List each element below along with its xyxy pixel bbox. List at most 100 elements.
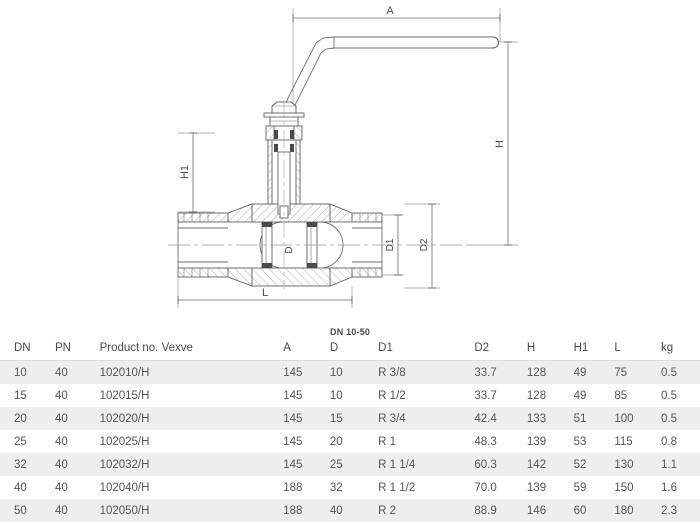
cell-a: 188 <box>283 499 330 522</box>
valve-technical-drawing: A H <box>168 5 518 308</box>
column-header-d2: D2 <box>474 336 527 361</box>
valve-right-port <box>329 203 383 287</box>
cell-kg: 0.8 <box>661 435 678 448</box>
cell-pn: 40 <box>52 499 100 522</box>
column-header-pn: PN <box>52 336 100 361</box>
column-header-dn: DN <box>0 336 53 361</box>
cell-dn: 20 <box>0 407 53 430</box>
cell-d: 15 <box>329 407 379 430</box>
column-header-l: L <box>614 336 662 361</box>
valve-body-center <box>251 203 344 287</box>
cell-d1: R 1 1/4 <box>378 453 475 476</box>
cell-d2: 60.3 <box>474 453 527 476</box>
column-header-d: D <box>329 336 379 361</box>
cell-product-no: 102020/H <box>99 407 284 430</box>
cell-d1: R 1 <box>378 435 397 448</box>
cell-dn: 25 <box>14 435 27 448</box>
cell-dn: 15 <box>14 389 27 402</box>
cell-d: 20 <box>329 435 343 448</box>
cell-h1: 51 <box>573 407 615 430</box>
cell-kg: 0.5 <box>661 360 700 384</box>
cell-d1: R 2 <box>378 499 475 522</box>
column-header-h: H <box>526 336 574 361</box>
cell-product-no: 102032/H <box>99 453 284 476</box>
dimension-h <box>470 41 518 246</box>
cell-a: 145 <box>283 435 303 448</box>
dimension-label-d2: D2 <box>419 238 430 251</box>
cell-pn: 40 <box>52 453 100 476</box>
cell-pn: 40 <box>52 407 100 430</box>
cell-l: 75 <box>614 360 662 384</box>
cell-h1: 49 <box>573 389 587 402</box>
cell-pn: 40 <box>54 435 68 448</box>
cell-h: 133 <box>526 407 574 430</box>
dimension-label-l: L <box>262 287 268 299</box>
cell-pn: 40 <box>52 360 100 384</box>
dimension-label-a: A <box>386 5 394 17</box>
cell-h1: 60 <box>573 499 615 522</box>
cell-h1: 49 <box>573 360 615 384</box>
cell-h: 142 <box>526 453 574 476</box>
cell-l: 100 <box>614 407 662 430</box>
valve-left-port <box>177 212 229 278</box>
cell-kg: 0.5 <box>661 407 700 430</box>
cell-l: 85 <box>614 389 628 402</box>
valve-specification-table: DN PN Product no. Vexve A D D1 D2 H H1 L… <box>0 336 700 522</box>
table-header-row: DN PN Product no. Vexve A D D1 D2 H H1 L… <box>0 336 700 361</box>
cell-d2: 70.0 <box>474 481 497 494</box>
cell-h1: 53 <box>573 435 587 448</box>
cell-product-no: 102025/H <box>99 435 150 448</box>
cell-kg: 0.5 <box>661 389 678 402</box>
cell-a: 145 <box>283 389 303 402</box>
cell-d1: R 3/4 <box>378 407 475 430</box>
cell-dn: 32 <box>0 453 53 476</box>
dimension-a <box>292 8 501 118</box>
column-header-h1: H1 <box>573 336 615 361</box>
dimension-label-d1: D1 <box>385 238 396 251</box>
dimension-l <box>177 277 353 308</box>
cell-product-no: 102050/H <box>99 499 284 522</box>
cell-product-no: 102010/H <box>99 360 284 384</box>
cell-product-no: 102015/H <box>99 389 150 402</box>
dn-range-caption: DN 10-50 <box>330 327 371 337</box>
cell-kg: 1.1 <box>661 453 700 476</box>
cell-dn: 10 <box>0 360 53 384</box>
dimension-h1 <box>178 132 215 213</box>
cell-dn: 40 <box>14 481 27 494</box>
cell-l: 150 <box>614 481 634 494</box>
cell-l: 180 <box>614 499 662 522</box>
cell-h: 128 <box>526 360 574 384</box>
cell-d2: 48.3 <box>474 435 497 448</box>
lever-handle <box>285 36 499 113</box>
cell-pn: 40 <box>54 481 68 494</box>
cell-l: 115 <box>614 435 633 448</box>
table-row: 25 40 102025/H 145 20 R 1 48.3 139 53 115 0.8 <box>0 430 700 453</box>
column-header-kg: kg <box>661 336 700 361</box>
cell-h1: 52 <box>573 453 615 476</box>
cell-a: 145 <box>283 360 330 384</box>
cell-l: 130 <box>614 453 662 476</box>
cell-h: 139 <box>526 481 547 494</box>
cell-h1: 59 <box>573 481 587 494</box>
cell-dn: 50 <box>0 499 53 522</box>
cell-d2: 33.7 <box>474 360 527 384</box>
cell-product-no: 102040/H <box>99 481 150 494</box>
dimension-label-d: D <box>284 246 295 253</box>
cell-d: 25 <box>329 453 379 476</box>
cell-h: 139 <box>526 435 547 448</box>
cell-d1: R 3/8 <box>378 360 475 384</box>
column-header-a: A <box>283 336 330 361</box>
dimension-label-h1: H1 <box>179 165 191 179</box>
column-header-product-no: Product no. Vexve <box>99 336 284 361</box>
cell-d1: R 1/2 <box>378 389 406 402</box>
cell-d: 40 <box>329 499 379 522</box>
cell-h: 146 <box>526 499 574 522</box>
cell-kg: 2.3 <box>661 499 700 522</box>
cell-d2: 33.7 <box>474 389 497 402</box>
